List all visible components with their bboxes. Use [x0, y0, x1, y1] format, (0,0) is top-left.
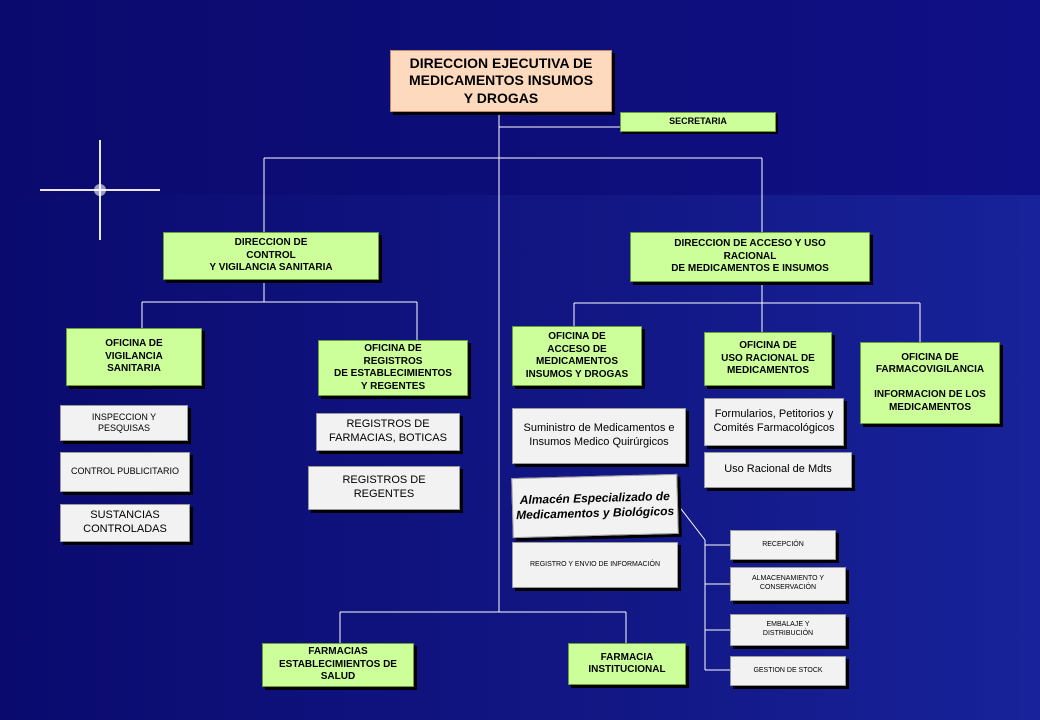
registros-regentes-box: REGISTROS DE REGENTES	[308, 466, 460, 510]
oficina-vigilancia-box: OFICINA DE VIGILANCIA SANITARIA	[66, 328, 202, 386]
sparkle-decoration	[40, 140, 160, 240]
oficina-farmacovigilancia-box: OFICINA DE FARMACOVIGILANCIA INFORMACION…	[860, 342, 1000, 424]
inspeccion-box: INSPECCION Y PESQUISAS	[60, 405, 188, 441]
suministro-box: Suministro de Medicamentos e Insumos Med…	[512, 408, 686, 464]
oficina-uso-racional-box: OFICINA DE USO RACIONAL DE MEDICAMENTOS	[704, 332, 832, 386]
almacenamiento-box: ALMACENAMIENTO Y CONSERVACIÓN	[730, 567, 846, 601]
formularios-box: Formularios, Petitorios y Comités Farmac…	[704, 398, 844, 446]
registro-envio-box: REGISTRO Y ENVIO DE INFORMACIÓN	[512, 542, 678, 588]
farmacias-establecimientos-box: FARMACIAS ESTABLECIMIENTOS DE SALUD	[262, 643, 414, 687]
oficina-registros-box: OFICINA DE REGISTROS DE ESTABLECIMIENTOS…	[318, 340, 468, 396]
registros-farmacias-box: REGISTROS DE FARMACIAS, BOTICAS	[316, 413, 460, 451]
farmacia-institucional-box: FARMACIA INSTITUCIONAL	[568, 643, 686, 685]
direccion-ejecutiva-box: DIRECCION EJECUTIVA DE MEDICAMENTOS INSU…	[390, 50, 612, 112]
almacen-box: Almacén Especializado de Medicamentos y …	[511, 473, 679, 539]
direccion-control-box: DIRECCION DE CONTROL Y VIGILANCIA SANITA…	[163, 232, 379, 280]
control-publicitario-box: CONTROL PUBLICITARIO	[60, 452, 190, 492]
sustancias-box: SUSTANCIAS CONTROLADAS	[60, 504, 190, 542]
secretaria-box: SECRETARIA	[620, 112, 776, 132]
gestion-stock-box: GESTION DE STOCK	[730, 656, 846, 686]
embalaje-box: EMBALAJE Y DISTRIBUCIÓN	[730, 614, 846, 646]
oficina-acceso-box: OFICINA DE ACCESO DE MEDICAMENTOS INSUMO…	[512, 326, 642, 386]
recepcion-box: RECEPCIÓN	[730, 530, 836, 560]
direccion-acceso-box: DIRECCION DE ACCESO Y USO RACIONAL DE ME…	[630, 232, 870, 282]
uso-racional-mdts-box: Uso Racional de Mdts	[704, 452, 852, 488]
